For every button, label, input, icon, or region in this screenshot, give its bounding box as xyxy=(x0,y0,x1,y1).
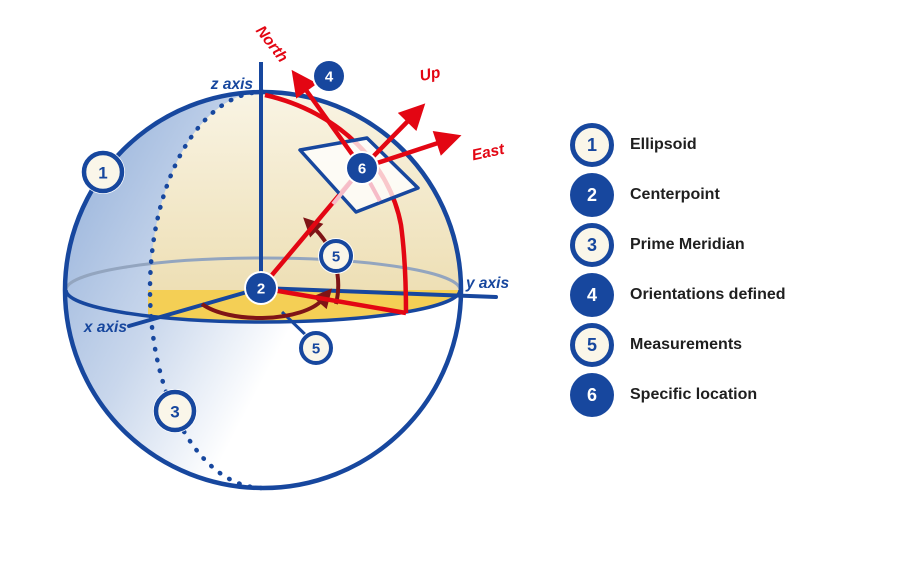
legend-badge-4: 4 xyxy=(570,273,614,317)
badge-5-azimuth: 5 xyxy=(298,330,334,366)
legend-label-5: Measurements xyxy=(630,336,743,353)
legend-item-ellipsoid: 1 Ellipsoid xyxy=(570,120,786,170)
badge-6-specific-location: 6 xyxy=(345,151,379,185)
north-label: North xyxy=(252,23,291,66)
legend-item-measurements: 5 Measurements xyxy=(570,320,786,370)
equator-front-edge xyxy=(64,289,462,324)
legend-item-centerpoint: 2 Centerpoint xyxy=(570,170,786,220)
badge-5-elevation: 5 xyxy=(318,238,354,274)
legend-badge-3: 3 xyxy=(570,223,614,267)
legend-item-prime-meridian: 3 Prime Meridian xyxy=(570,220,786,270)
legend-label-1: Ellipsoid xyxy=(630,136,697,153)
east-label: East xyxy=(470,141,506,165)
legend-label-6: Specific location xyxy=(630,386,758,403)
legend-item-orientations: 4 Orientations defined xyxy=(570,270,786,320)
x-axis-line xyxy=(127,286,263,328)
azimuth-angle-arc xyxy=(200,288,332,320)
legend-label-2: Centerpoint xyxy=(630,186,720,203)
svg-text:3: 3 xyxy=(170,403,179,422)
svg-text:5: 5 xyxy=(312,341,320,358)
up-label: Up xyxy=(418,64,442,85)
prime-meridian-dashed xyxy=(147,89,266,491)
legend-badge-6: 6 xyxy=(570,373,614,417)
badge-1-ellipsoid: 1 xyxy=(81,150,125,194)
badge-3-prime-meridian: 3 xyxy=(153,389,197,433)
legend-badge-5: 5 xyxy=(570,323,614,367)
x-axis-label: x axis xyxy=(83,319,127,336)
svg-text:1: 1 xyxy=(98,164,107,183)
legend-badge-2: 2 xyxy=(570,173,614,217)
crs-ellipsoid-diagram: 1 3 5 5 2 4 6 xyxy=(62,23,509,491)
legend-label-3: Prime Meridian xyxy=(630,236,745,253)
legend-badge-1: 1 xyxy=(570,123,614,167)
legend-label-4: Orientations defined xyxy=(630,286,786,303)
svg-text:6: 6 xyxy=(358,161,366,178)
equatorial-projection-line xyxy=(260,285,407,316)
y-axis-line xyxy=(259,286,498,299)
z-axis-label: z axis xyxy=(210,76,254,93)
location-meridian-arc xyxy=(264,92,409,314)
badge-2-centerpoint: 2 xyxy=(244,271,278,305)
svg-text:4: 4 xyxy=(325,69,334,86)
svg-text:5: 5 xyxy=(332,249,340,266)
y-axis-label: y axis xyxy=(465,275,509,292)
svg-text:2: 2 xyxy=(257,281,265,298)
legend-item-specific-location: 6 Specific location xyxy=(570,370,786,420)
badge-4-orientations: 4 xyxy=(312,59,346,93)
legend: 1 Ellipsoid 2 Centerpoint 3 Prime Meridi… xyxy=(570,120,786,420)
